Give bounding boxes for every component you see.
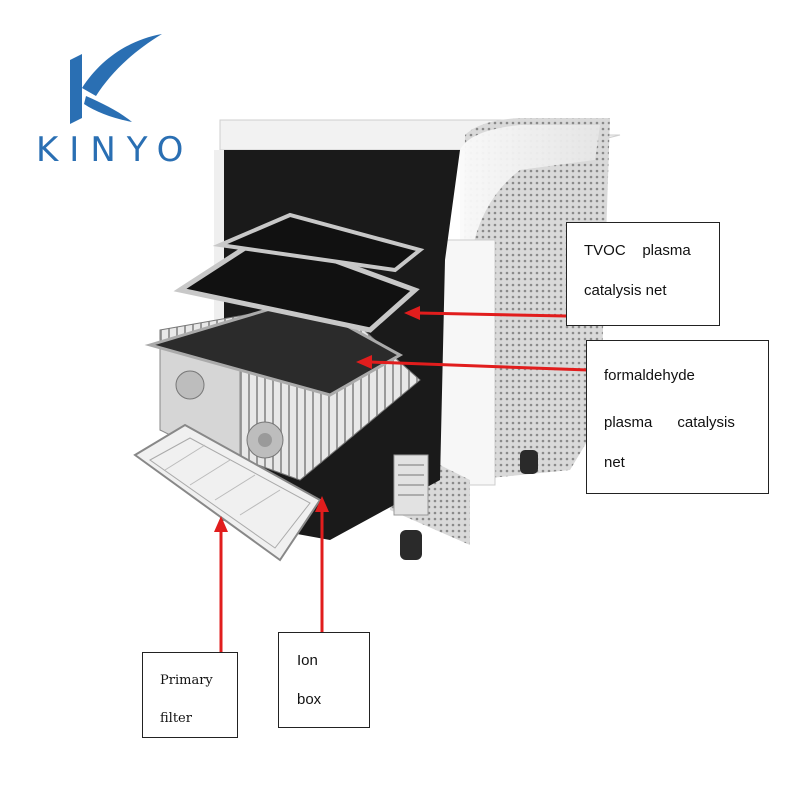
callout-arrows — [214, 306, 589, 652]
arrow-ion-box — [315, 496, 329, 632]
callout-ion-box-line1: Ion — [297, 652, 318, 669]
arrow-formaldehyde — [356, 355, 589, 372]
callout-ion-box-line2: box — [297, 691, 322, 708]
brand-name: KINYO — [36, 130, 195, 170]
arrow-tvoc — [404, 306, 567, 320]
callout-tvoc-box — [566, 222, 720, 326]
callout-primary-filter-box — [142, 652, 238, 738]
callout-primary-filter-line1: Primary — [160, 673, 213, 688]
callout-ion-box-box — [278, 632, 370, 728]
arrow-primary-filter — [214, 516, 228, 652]
callout-formaldehyde-line2: plasma catalysis — [604, 414, 735, 431]
air-purifier-illustration — [133, 118, 621, 562]
callout-formaldehyde-line1: formaldehyde — [604, 367, 695, 384]
callout-tvoc-line2: catalysis net — [584, 282, 667, 299]
callout-tvoc-line1: TVOC plasma — [584, 242, 691, 259]
kinyo-logo-mark — [70, 34, 162, 124]
callout-formaldehyde-line3: net — [604, 454, 625, 471]
callout-primary-filter-line2: filter — [160, 711, 192, 726]
callout-formaldehyde-box — [586, 340, 769, 494]
